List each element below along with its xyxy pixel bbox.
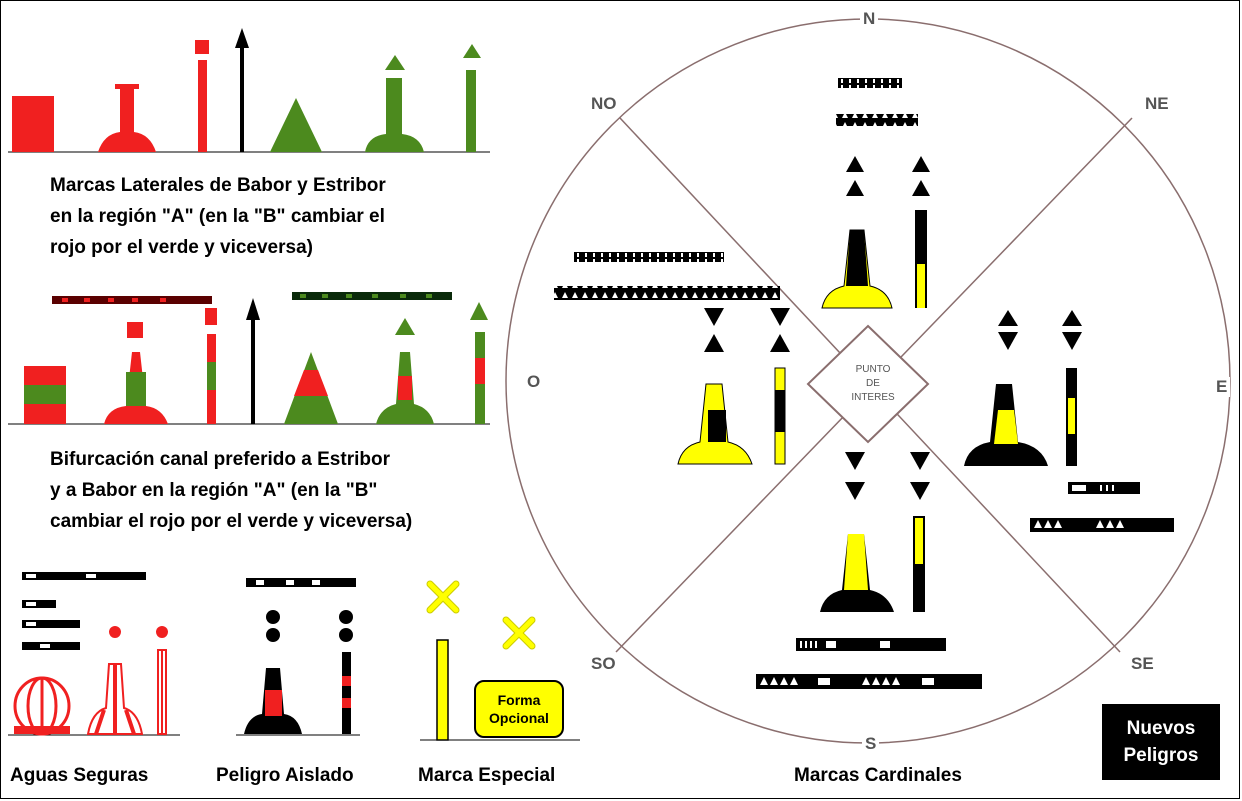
bif-can-red-bottom [24, 404, 66, 424]
bif-can-green-mid [24, 385, 66, 404]
danger-topmark-ball-4 [339, 628, 353, 642]
bifurcation-caption-line-3: cambiar el rojo por el verde y viceversa… [50, 511, 413, 532]
lateral-caption-line-1: Marcas Laterales de Babor y Estribor [50, 175, 386, 196]
punto-interes-diamond [806, 324, 930, 444]
lateral-caption-line-2: en la región "A" (en la "B" cambiar el [50, 206, 385, 227]
marcas-cardinales-label: Marcas Cardinales [794, 765, 962, 786]
forma-opcional-line-1: Forma [497, 692, 541, 708]
safe-water-marks [8, 572, 180, 736]
east-topmark-cone-2 [998, 332, 1018, 350]
safe-light-long [22, 572, 146, 580]
punto-interes-label: PUNTO DE INTERES [830, 354, 916, 414]
green-spar-buoy [466, 70, 476, 152]
south-light-pattern-2 [756, 674, 982, 689]
port-arrow-head [235, 28, 249, 48]
port-arrow-shaft [240, 44, 244, 152]
east-cardinal [964, 310, 1174, 532]
compass-s: S [862, 734, 880, 754]
lateral-caption-line-3: rojo por el verde y viceversa) [50, 237, 313, 258]
bif-arrow-shaft [251, 316, 255, 424]
compass-no: NO [588, 94, 620, 114]
danger-spar-buoy [342, 652, 351, 734]
south-topmark-cone-1 [845, 452, 865, 470]
special-marks [420, 580, 580, 741]
bif-red-topmark-2 [205, 308, 217, 325]
north-topmark-cone-1 [846, 156, 864, 172]
danger-light-pattern [246, 578, 356, 587]
south-light-pattern [796, 638, 946, 651]
west-topmark-cone-2 [704, 334, 724, 352]
green-cone-topmark [385, 55, 405, 70]
bifurcation-caption: Bifurcación canal preferido a Estribor y… [50, 444, 412, 537]
marca-especial-label: Marca Especial [418, 765, 556, 786]
danger-topmark-ball-1 [266, 610, 280, 624]
south-cardinal [756, 452, 982, 689]
west-light-pattern [574, 252, 724, 262]
bifurcation-caption-line-2: y a Babor en la región "A" (en la "B" [50, 480, 378, 501]
compass-e: E [1213, 377, 1231, 397]
red-pillar-top [115, 84, 139, 89]
red-can-topmark [195, 40, 209, 54]
red-can-buoy [12, 96, 54, 152]
north-light-pattern-2 [836, 114, 918, 126]
cardinal-compass [505, 18, 1231, 744]
aguas-seguras-label: Aguas Seguras [10, 765, 149, 786]
green-pillar-buoy [365, 78, 424, 152]
bif-red-topmark [127, 322, 143, 338]
east-topmark-cone-1 [998, 310, 1018, 326]
bifurcation-marks [8, 292, 490, 425]
punto-interes-line-3: INTERES [851, 392, 895, 403]
red-pillar-buoy [98, 88, 156, 152]
west-cardinal [554, 252, 790, 465]
compass-o: O [524, 372, 544, 392]
punto-interes-line-1: PUNTO [855, 364, 891, 375]
south-topmark-cone-2 [845, 482, 865, 500]
safe-red-ball-topmark-2 [156, 626, 168, 638]
north-cardinal [821, 78, 930, 309]
bifurcation-caption-line-1: Bifurcación canal preferido a Estribor [50, 449, 390, 470]
safe-red-ball-topmark [109, 626, 121, 638]
north-light-pattern [838, 78, 902, 88]
punto-interes-line-2: DE [866, 378, 880, 389]
lateral-caption: Marcas Laterales de Babor y Estribor en … [50, 170, 386, 263]
peligro-aislado-label: Peligro Aislado [216, 765, 354, 786]
bif-green-topmark-2 [470, 302, 488, 320]
compass-n: N [860, 9, 879, 29]
north-topmark-cone-2 [846, 180, 864, 196]
nuevos-peligros-line-1: Nuevos [1126, 718, 1196, 739]
bif-can-red-top [24, 366, 66, 385]
red-spar-buoy [198, 60, 207, 152]
green-conical-buoy [270, 98, 322, 152]
green-cone-topmark-2 [463, 44, 481, 58]
nuevos-peligros-box: Nuevos Peligros [1102, 704, 1220, 780]
bif-green-topmark [395, 318, 415, 335]
compass-ne: NE [1142, 94, 1172, 114]
nuevos-peligros-line-2: Peligros [1123, 745, 1199, 766]
forma-opcional-badge: Forma Opcional [474, 680, 564, 738]
danger-topmark-ball-2 [266, 628, 280, 642]
compass-so: SO [588, 654, 619, 674]
isolated-danger-marks [236, 578, 360, 736]
danger-topmark-ball-3 [339, 610, 353, 624]
west-topmark-cone-1 [704, 308, 724, 326]
special-yellow-spar [436, 639, 449, 741]
forma-opcional-line-2: Opcional [489, 710, 549, 726]
bif-arrow-head [246, 298, 260, 320]
west-light-pattern-2 [554, 286, 780, 300]
lateral-marks [8, 28, 490, 153]
compass-se: SE [1128, 654, 1157, 674]
